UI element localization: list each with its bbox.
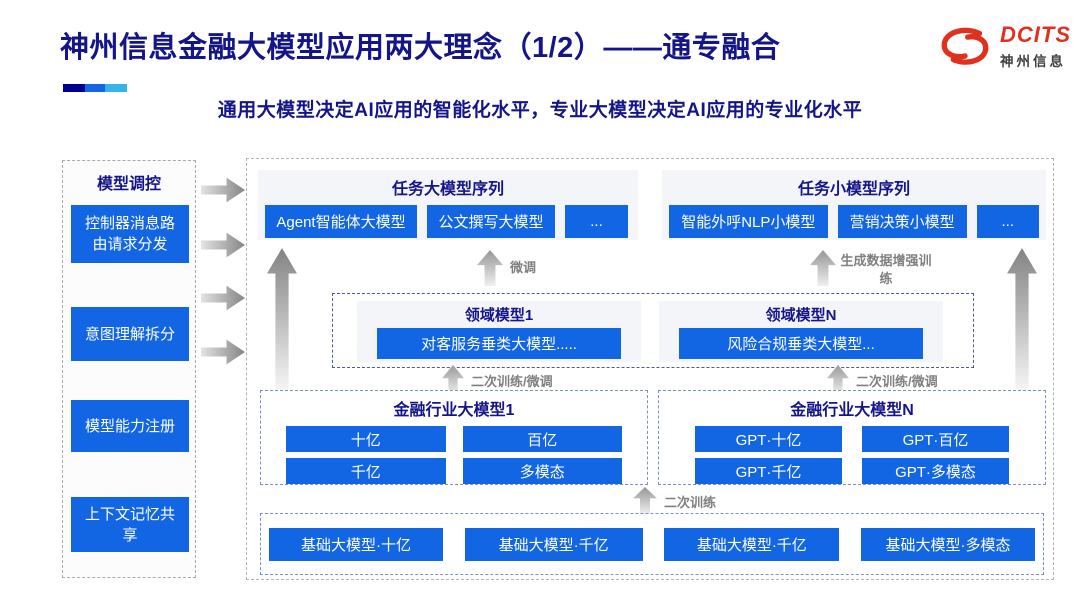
model-box-base-1b: 基础大模型·十亿	[269, 527, 443, 561]
model-box-base-multimodal: 基础大模型·多模态	[860, 527, 1035, 561]
second-train-finetune-label-right: 二次训练/微调	[856, 374, 938, 389]
model-box-gpt-1b: GPT·十亿	[695, 426, 842, 452]
right-arrow-icon	[201, 177, 245, 203]
model-box-gpt-multimodal: GPT·多模态	[862, 458, 1009, 484]
model-box-base-100b-2: 基础大模型·千亿	[664, 527, 840, 561]
task-large-title: 任务大模型序列	[391, 181, 504, 198]
model-box-100b: 千亿	[286, 458, 446, 484]
right-arrow-icon	[201, 232, 245, 258]
gen-data-train-label: 生成数据增强训练	[840, 253, 932, 286]
dcits-swirl-icon	[941, 27, 989, 65]
industry-model-1-title: 金融行业大模型1	[393, 402, 515, 419]
logo-cn-name: 神州信息	[1000, 54, 1066, 69]
industry-model-n-title: 金融行业大模型N	[790, 402, 914, 419]
right-arrow-icon	[201, 339, 245, 365]
accent-segment-dark	[63, 84, 85, 92]
second-train-finetune-label-left: 二次训练/微调	[471, 374, 553, 389]
model-box-10b: 百亿	[462, 426, 622, 452]
model-box-gpt-10b: GPT·百亿	[862, 426, 1009, 452]
model-box-risk-compliance: 风险合规垂类大模型...	[679, 328, 923, 359]
model-box-marketing-decision: 营销决策小模型	[837, 205, 967, 238]
domain-model-1-title: 领域模型1	[464, 307, 534, 324]
sidebar-item-registry: 模型能力注册	[71, 400, 189, 452]
task-small-model-section: 任务小模型序列 智能外呼NLP小模型 营销决策小模型 ...	[662, 170, 1046, 240]
industry-model-n-section: 金融行业大模型N GPT·十亿 GPT·百亿 GPT·千亿 GPT·多模态	[658, 390, 1046, 485]
model-box-document-writing: 公文撰写大模型	[427, 205, 555, 238]
second-train-label: 二次训练	[664, 495, 717, 510]
base-models-section: 基础大模型·十亿 基础大模型·千亿 基础大模型·千亿 基础大模型·多模态	[260, 513, 1044, 575]
company-logo: DCITS 神州信息	[938, 24, 1071, 70]
page-title: 神州信息金融大模型应用两大理念（1/2）——通专融合	[60, 32, 781, 64]
slide-subtitle: 通用大模型决定AI应用的智能化水平，专业大模型决定AI应用的专业化水平	[217, 100, 863, 121]
architecture-diagram-frame	[246, 158, 1054, 580]
model-box-multimodal: 多模态	[462, 458, 622, 484]
sidebar-title: 模型调控	[96, 176, 161, 193]
model-box-1b: 十亿	[286, 426, 446, 452]
sidebar-item-intent: 意图理解拆分	[71, 307, 189, 361]
domain-model-n-title: 领域模型N	[765, 307, 837, 324]
accent-segment-cyan	[105, 84, 127, 92]
finetune-label: 微调	[510, 260, 537, 275]
right-arrow-icon	[201, 285, 245, 311]
domain-model-n-section: 领域模型N 风险合规垂类大模型...	[659, 301, 943, 362]
model-box-outbound-nlp: 智能外呼NLP小模型	[669, 205, 828, 238]
model-box-base-100b: 基础大模型·千亿	[464, 527, 643, 561]
accent-segment-blue	[85, 84, 105, 92]
model-box-customer-service: 对客服务垂类大模型.....	[377, 328, 621, 359]
model-box-ellipsis: ...	[976, 205, 1039, 238]
task-small-title: 任务小模型序列	[797, 181, 910, 198]
domain-model-1-section: 领域模型1 对客服务垂类大模型.....	[357, 301, 641, 362]
model-control-panel: 模型调控 控制器消息路由请求分发 意图理解拆分 模型能力注册 上下文记忆共享	[62, 160, 196, 578]
domain-models-frame: 领域模型1 对客服务垂类大模型..... 领域模型N 风险合规垂类大模型...	[332, 293, 974, 368]
model-box-agent: Agent智能体大模型	[265, 205, 417, 238]
industry-model-1-section: 金融行业大模型1 十亿 百亿 千亿 多模态	[260, 390, 648, 485]
sidebar-item-router: 控制器消息路由请求分发	[71, 205, 189, 263]
title-accent-bar	[63, 84, 127, 92]
model-box-ellipsis: ...	[565, 205, 628, 238]
task-large-model-section: 任务大模型序列 Agent智能体大模型 公文撰写大模型 ...	[258, 170, 638, 240]
sidebar-item-context: 上下文记忆共享	[71, 497, 189, 552]
logo-wordmark: DCITS	[1000, 22, 1071, 47]
model-box-gpt-100b: GPT·千亿	[695, 458, 842, 484]
